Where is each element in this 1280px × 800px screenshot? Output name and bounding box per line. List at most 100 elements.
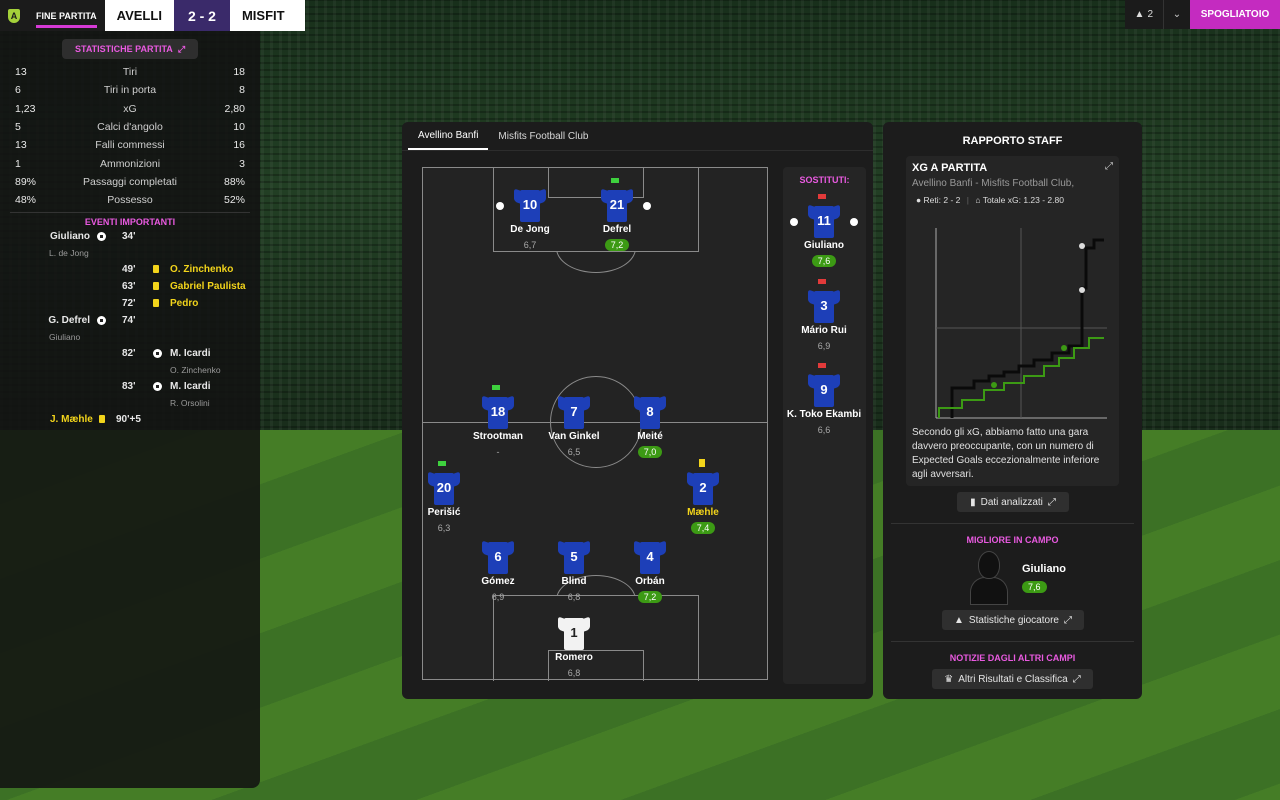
- player-rating: 7,4: [690, 522, 716, 534]
- player-rating: 6,9: [491, 592, 505, 602]
- person-icon: ▲: [954, 614, 964, 626]
- people-counter[interactable]: ▲2: [1124, 0, 1164, 29]
- match-stats-title: STATISTICHE PARTITA: [74, 44, 173, 54]
- home-team-abbr: AVELLI: [116, 8, 162, 23]
- stat-away-value: 2,80: [224, 102, 245, 115]
- stat-home-value: 89%: [15, 175, 37, 188]
- yellow-card-icon: [153, 282, 159, 293]
- shirt-number: 8: [646, 404, 654, 419]
- shirt-number: 1: [570, 625, 578, 640]
- xg-subtitle: Avellino Banfi - Misfits Football Club,: [912, 178, 1075, 189]
- shirt-icon: 11: [808, 204, 840, 238]
- other-results-label: Altri Risultati e Classifica: [958, 673, 1068, 685]
- shirt-number: 18: [490, 404, 506, 419]
- player-name: Strootman: [473, 431, 523, 442]
- event-assist: R. Orsolini: [170, 398, 210, 409]
- motm-title: MIGLIORE IN CAMPO: [966, 535, 1059, 545]
- player-rating: 7,6: [811, 255, 837, 267]
- stat-away-value: 16: [233, 139, 245, 152]
- player-name: Van Ginkel: [548, 431, 600, 442]
- shirt-icon: 5: [558, 540, 590, 574]
- shirt-number: 10: [522, 197, 538, 212]
- shirt-number: 5: [570, 549, 578, 564]
- score: 2 - 2: [173, 0, 230, 31]
- player-stats-button[interactable]: ▲ Statistiche giocatore ⤢: [942, 610, 1084, 630]
- expand-icon[interactable]: ⤢: [1105, 161, 1113, 172]
- stat-home-value: 13: [15, 139, 27, 152]
- scoreboard: AVELLI 2 - 2 MISFIT: [104, 0, 305, 31]
- divider: [10, 212, 250, 214]
- stat-home-value: 48%: [15, 194, 37, 207]
- event-minute: 83': [122, 381, 136, 393]
- stat-home-value: 13: [15, 66, 27, 79]
- ball-icon: [496, 202, 504, 212]
- dressing-room-button[interactable]: SPOGLIATOIO: [1190, 0, 1280, 29]
- tab-away-team[interactable]: Misfits Football Club: [498, 130, 589, 142]
- stat-away-value: 18: [233, 66, 245, 79]
- top-six-yard-box: [548, 167, 644, 198]
- xg-line-home: [938, 337, 1104, 418]
- divider: [891, 523, 1134, 524]
- goals-label: Reti: 2 - 2: [923, 195, 961, 205]
- player-rating: 6,9: [817, 341, 831, 351]
- event-assist: Giuliano: [49, 332, 81, 343]
- full-time-label: FINE PARTITA: [28, 0, 105, 31]
- yellow-card-icon: [153, 265, 159, 276]
- competition-logo: A: [0, 0, 28, 31]
- tab-home-team[interactable]: Avellino Banfi: [408, 122, 489, 150]
- shirt-number: 4: [646, 549, 654, 564]
- stat-away-value: 10: [233, 121, 245, 134]
- xg-card: XG A PARTITA ⤢ Avellino Banfi - Misfits …: [906, 156, 1119, 486]
- stat-row: 13 Falli commessi 16: [0, 136, 260, 154]
- stat-label: Falli commessi: [95, 139, 165, 152]
- chevron-down-icon[interactable]: ⌄: [1164, 0, 1190, 29]
- shirt-icon: 10: [514, 188, 546, 222]
- stat-home-value: 1: [15, 157, 21, 170]
- match-stats-button[interactable]: STATISTICHE PARTITA ⤢: [62, 39, 198, 59]
- substitutes-title: SOSTITUTI:: [799, 175, 850, 185]
- analyzed-data-label: Dati analizzati: [980, 496, 1043, 508]
- stat-away-value: 52%: [223, 194, 245, 207]
- shirt-number: 21: [609, 197, 625, 212]
- xg-goal-marker: [1061, 345, 1067, 351]
- expand-icon: ⤢: [177, 43, 186, 54]
- player-name: Gómez: [481, 576, 515, 587]
- event-away-player: Gabriel Paulista: [170, 281, 246, 293]
- bottom-six-yard-box: [548, 650, 644, 681]
- player-name: De Jong: [510, 224, 550, 235]
- ball-icon: [97, 232, 106, 244]
- event-assist-row: Giuliano: [0, 332, 260, 348]
- shirt-number: 20: [436, 480, 452, 495]
- player-stats-label: Statistiche giocatore: [968, 614, 1059, 626]
- analyzed-data-button[interactable]: ▮ Dati analizzati ⤢: [957, 492, 1069, 512]
- stat-home-value: 5: [15, 121, 21, 134]
- stat-away-value: 8: [239, 84, 245, 97]
- player-rating: 6,8: [567, 592, 581, 602]
- event-away-player: M. Icardi: [170, 381, 211, 393]
- other-fields-title: NOTIZIE DAGLI ALTRI CAMPI: [949, 653, 1076, 663]
- person-icon: ▲: [1134, 9, 1145, 20]
- motm-rating: 7,6: [1022, 581, 1047, 593]
- event-row: 49'O. Zinchenko: [0, 264, 260, 281]
- event-assist-row: R. Orsolini: [0, 398, 260, 414]
- xg-goal-marker: [1079, 243, 1085, 249]
- expand-icon: ⤢: [1072, 673, 1081, 685]
- other-results-button[interactable]: ♛ Altri Risultati e Classifica ⤢: [932, 669, 1093, 689]
